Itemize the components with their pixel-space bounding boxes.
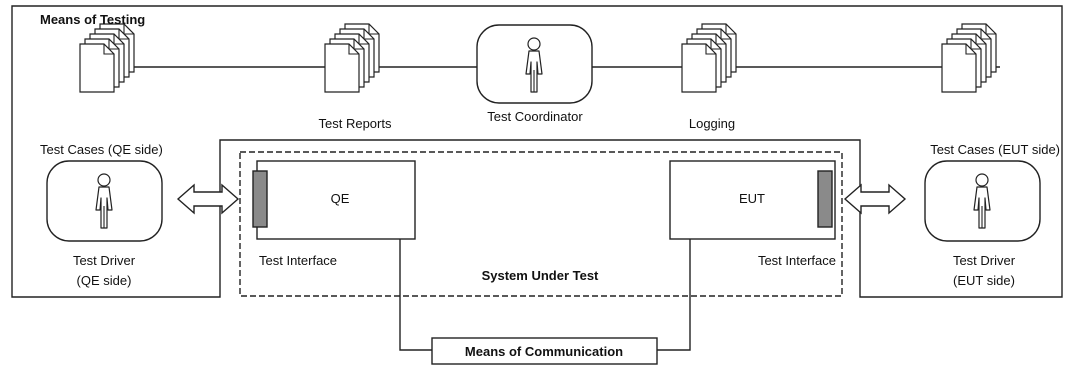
test-driver-eut-label-line1: Test Driver <box>953 253 1016 268</box>
test-reports-document-stack-icon <box>325 24 379 92</box>
qe-double-arrow-icon <box>177 184 239 214</box>
test-driver-eut-label-line2: (EUT side) <box>953 273 1015 288</box>
eut-double-arrow-icon <box>844 184 906 214</box>
test-driver-qe-label-line1: Test Driver <box>73 253 136 268</box>
eut-label: EUT <box>739 191 765 206</box>
eut-test-interface-block <box>817 170 833 228</box>
test-cases-qe-label: Test Cases (QE side) <box>40 142 163 157</box>
test-interface-qe-label: Test Interface <box>259 253 337 268</box>
means-of-testing-title: Means of Testing <box>40 12 145 27</box>
means-of-communication-box <box>431 337 658 365</box>
test-interface-eut-label: Test Interface <box>758 253 836 268</box>
test-driver-qe-label-line2: (QE side) <box>77 273 132 288</box>
logging-label: Logging <box>689 116 735 131</box>
logging-document-stack-icon <box>682 24 736 92</box>
qe-test-interface-block <box>252 170 268 228</box>
qe-communication-link <box>399 239 432 351</box>
system-under-test-frame <box>239 151 843 297</box>
means-of-communication-label: Means of Communication <box>465 344 623 359</box>
qe-label: QE <box>331 191 350 206</box>
test-cases-eut-document-stack-icon <box>942 24 996 92</box>
means-of-testing-frame <box>11 5 1063 298</box>
qe-box <box>256 160 416 240</box>
eut-box <box>669 160 836 240</box>
test-cases-qe-document-stack-icon <box>78 24 134 94</box>
eut-communication-link <box>657 239 691 351</box>
test-reports-label: Test Reports <box>319 116 392 131</box>
test-cases-eut-label: Test Cases (EUT side) <box>930 142 1060 157</box>
test-coordinator-label: Test Coordinator <box>487 109 583 124</box>
system-under-test-label: System Under Test <box>482 268 599 283</box>
